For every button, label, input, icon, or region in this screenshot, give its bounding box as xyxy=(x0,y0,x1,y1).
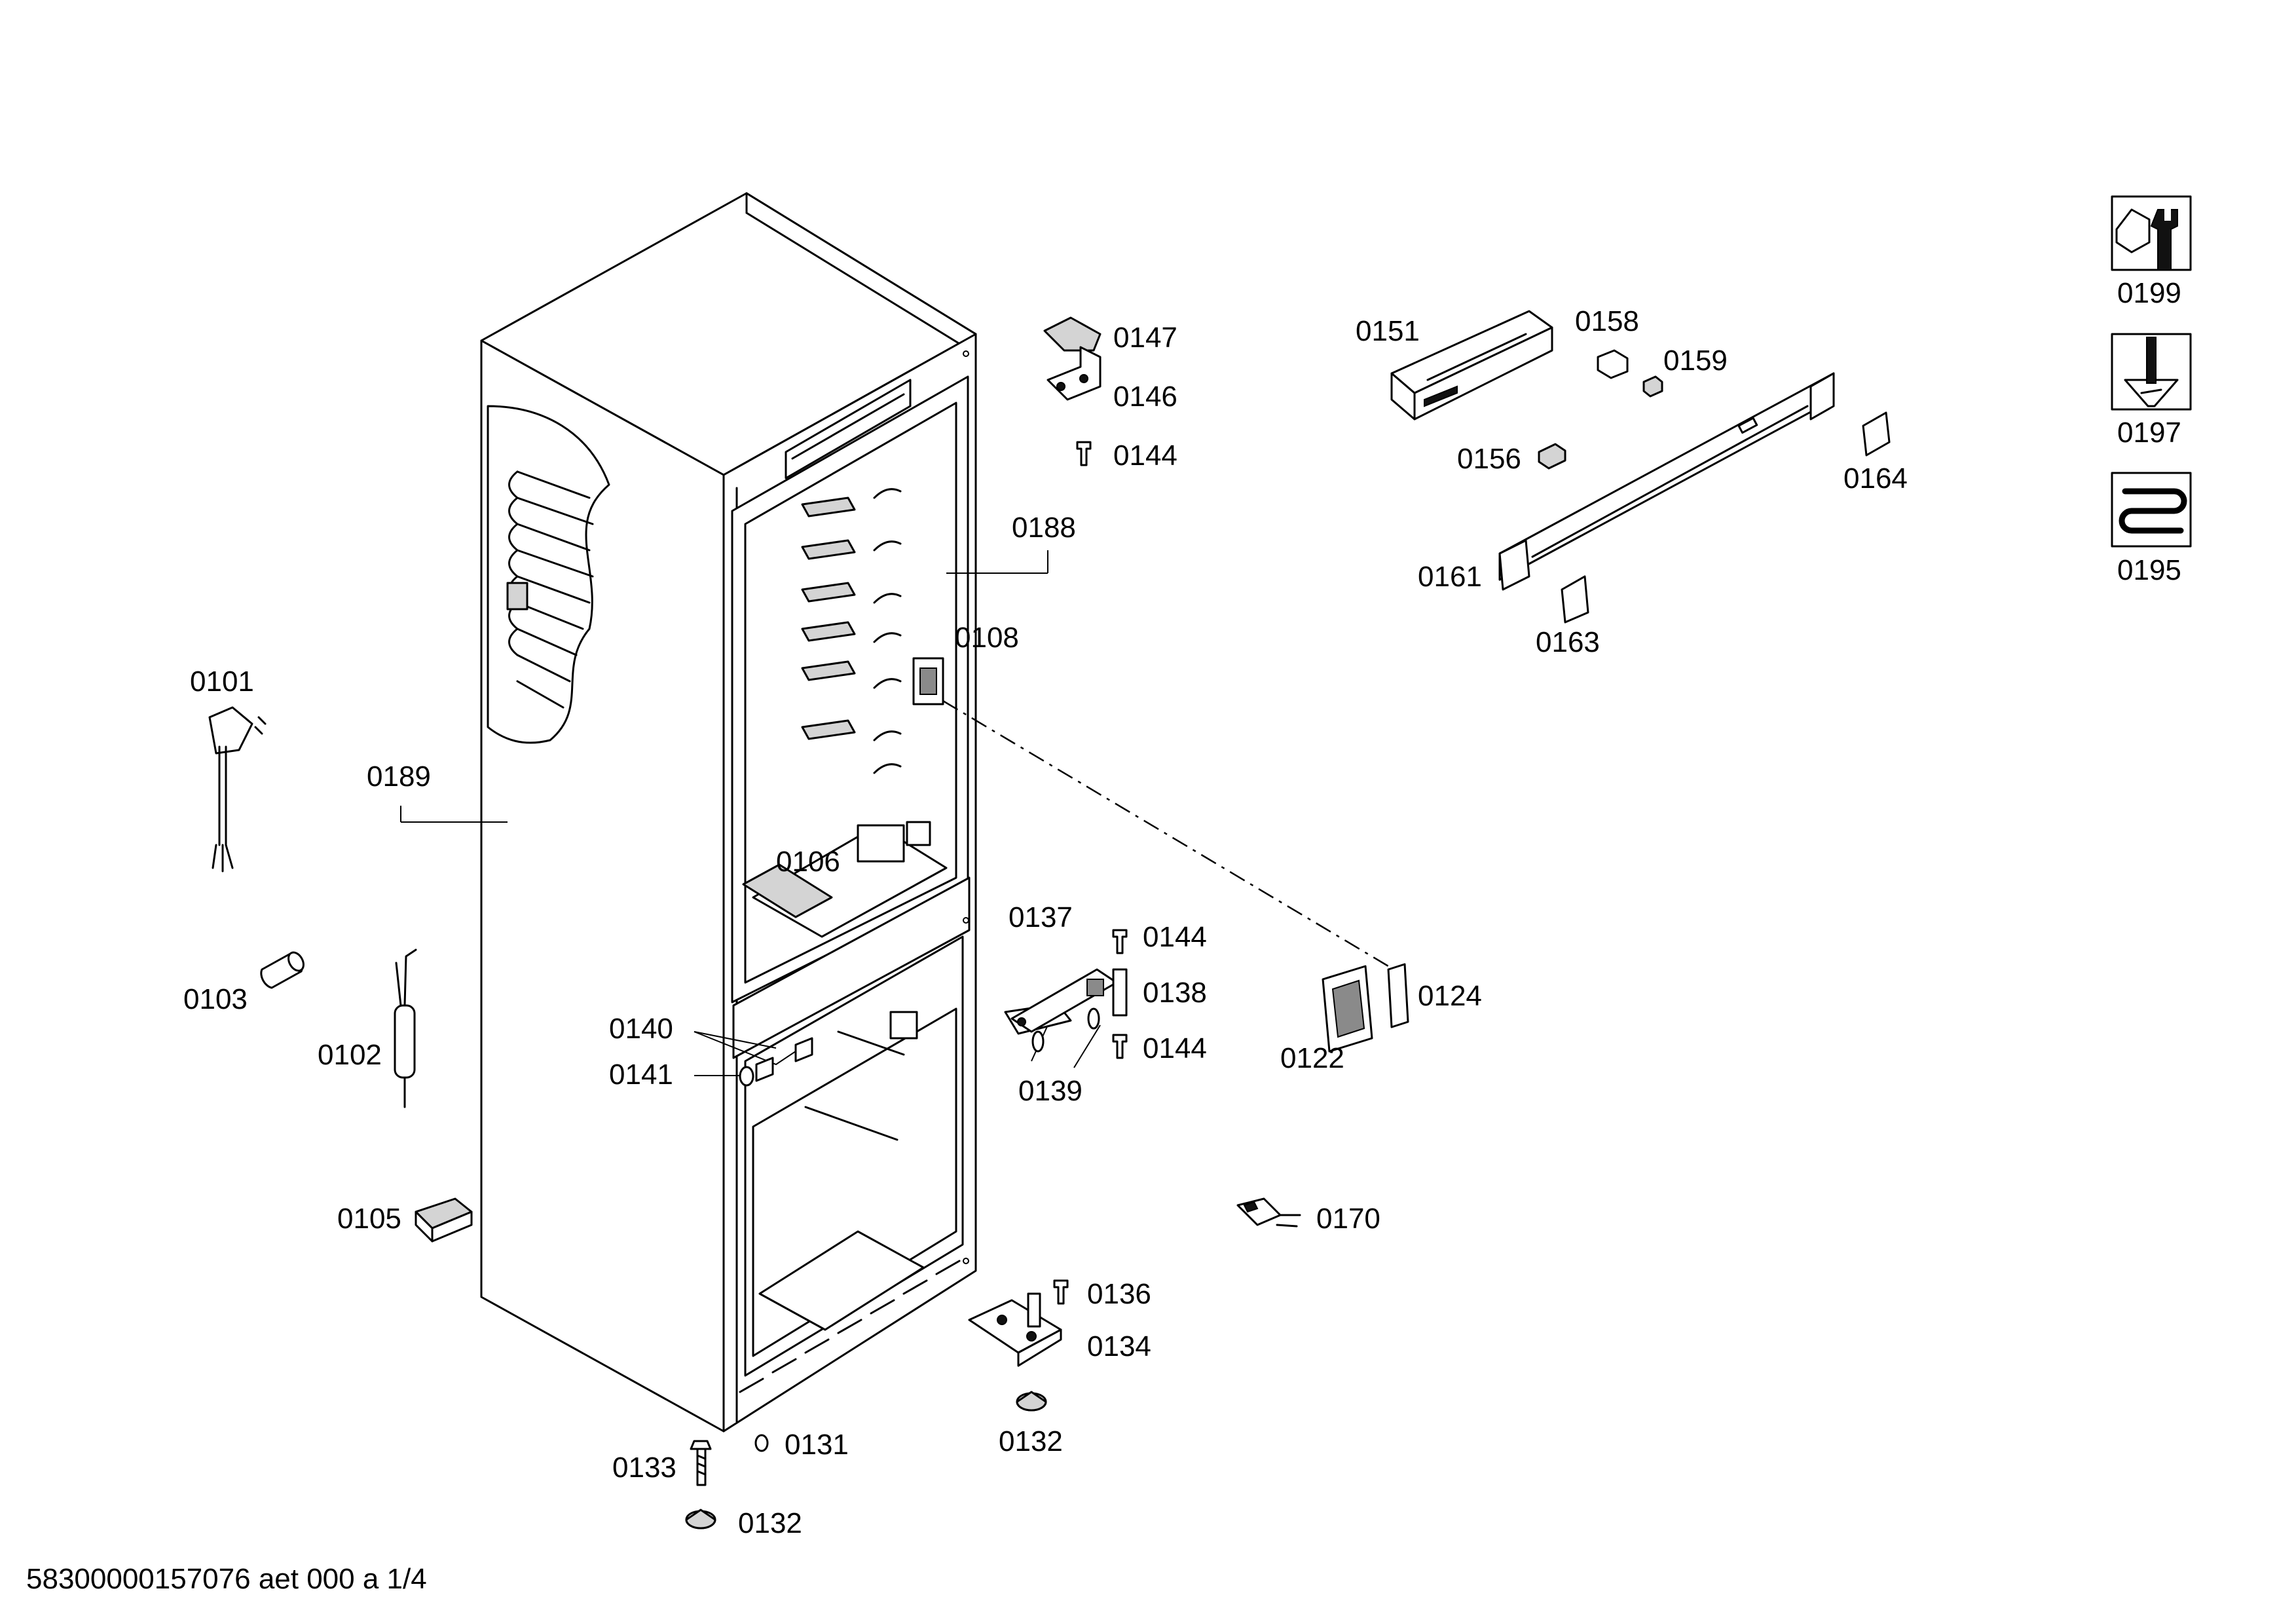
label-0146: 0146 xyxy=(1113,381,1177,413)
label-0105: 0105 xyxy=(337,1203,401,1235)
label-0158: 0158 xyxy=(1575,305,1639,337)
label-0199: 0199 xyxy=(2117,277,2181,309)
label-0170: 0170 xyxy=(1316,1203,1380,1235)
label-0144-top: 0144 xyxy=(1113,440,1177,472)
part-number-labels: 0189 0188 0147 0146 0144 0108 0101 0106 … xyxy=(183,277,2181,1539)
connector-plug xyxy=(1236,1197,1301,1228)
assembly-line xyxy=(942,700,1389,967)
condenser-coil xyxy=(487,405,610,744)
control-panel-parts xyxy=(1390,310,1891,624)
bottom-hinge-parts xyxy=(1004,929,1128,1059)
label-0164: 0164 xyxy=(1843,462,1908,495)
label-0133: 0133 xyxy=(612,1452,676,1484)
label-0156: 0156 xyxy=(1457,443,1521,475)
label-0188: 0188 xyxy=(1012,512,1076,544)
shelf-supports xyxy=(801,488,902,774)
label-0106: 0106 xyxy=(776,846,840,878)
label-0138: 0138 xyxy=(1143,977,1207,1009)
leader-lines xyxy=(400,550,1101,1076)
adjustable-foot xyxy=(685,1434,769,1530)
label-0108: 0108 xyxy=(955,622,1019,654)
label-0131: 0131 xyxy=(785,1429,849,1461)
label-0101: 0101 xyxy=(190,666,254,698)
document-id: 58300000157076 aet 000 a 1/4 xyxy=(26,1563,427,1595)
label-0161: 0161 xyxy=(1418,561,1482,593)
label-0137: 0137 xyxy=(1009,901,1073,933)
screwdriver-screw-icon xyxy=(2111,333,2192,411)
heating-coil-icon xyxy=(2111,472,2192,548)
fridge-cabinet xyxy=(480,192,977,1433)
label-0163: 0163 xyxy=(1536,626,1600,658)
label-0144-low: 0144 xyxy=(1143,1032,1207,1064)
thermostat-panel xyxy=(1322,963,1409,1053)
wrench-nut-icon xyxy=(2111,195,2192,271)
label-0122: 0122 xyxy=(1280,1042,1344,1074)
top-hinge xyxy=(1043,316,1102,466)
door-stops xyxy=(739,1037,813,1087)
hinge-cover xyxy=(415,1197,473,1243)
label-0189: 0189 xyxy=(367,760,431,793)
label-0102: 0102 xyxy=(318,1039,382,1071)
label-0132-right: 0132 xyxy=(999,1425,1063,1457)
label-0195: 0195 xyxy=(2117,554,2181,586)
label-0151: 0151 xyxy=(1356,315,1420,347)
power-cord xyxy=(208,706,267,873)
label-0140: 0140 xyxy=(609,1013,673,1045)
label-0124: 0124 xyxy=(1418,980,1482,1012)
label-0139: 0139 xyxy=(1018,1075,1083,1107)
lower-hinge xyxy=(968,1279,1069,1412)
label-0159: 0159 xyxy=(1663,345,1728,377)
label-0141: 0141 xyxy=(609,1059,673,1091)
label-0147: 0147 xyxy=(1113,322,1177,354)
temperature-sensor xyxy=(394,948,417,1108)
label-0144-mid: 0144 xyxy=(1143,921,1207,953)
label-0132-left: 0132 xyxy=(738,1507,802,1539)
bottom-vents xyxy=(739,1260,961,1393)
label-0136: 0136 xyxy=(1087,1278,1151,1310)
capacitor xyxy=(260,951,305,989)
label-0134: 0134 xyxy=(1087,1330,1151,1362)
label-0197: 0197 xyxy=(2117,417,2181,449)
label-0103: 0103 xyxy=(183,983,248,1015)
